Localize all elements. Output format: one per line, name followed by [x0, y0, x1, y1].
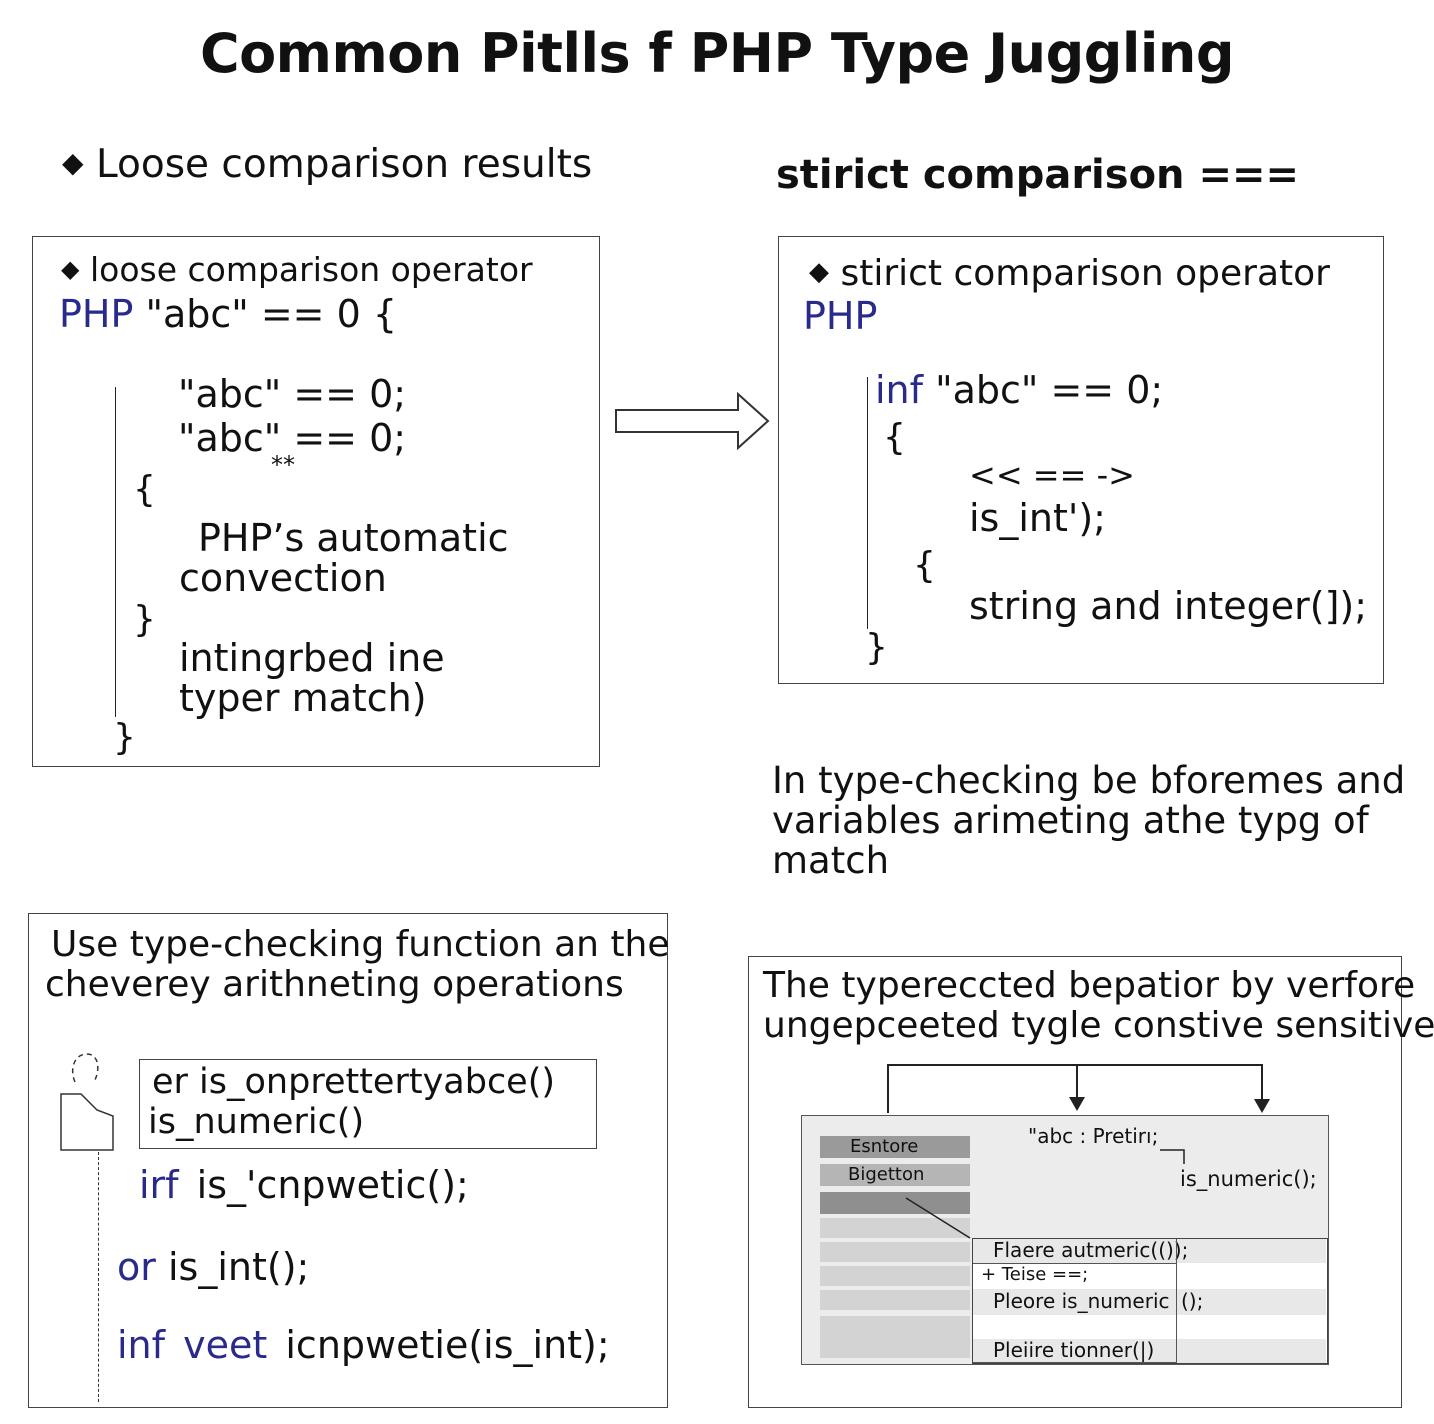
pointer-line-icon [905, 1197, 971, 1239]
type-check-box: Use type-checking function an the chever… [28, 913, 670, 1408]
table-row: Flaere autmeric(()); [973, 1239, 1326, 1263]
abc-text: "abc : Pretirı; [1028, 1124, 1159, 1148]
is-int-line: is_int'); [969, 496, 1106, 540]
sidebar-row [820, 1266, 970, 1286]
code-table: Flaere autmeric(()); + Teise ==; Pleore … [972, 1238, 1328, 1364]
note-line-4: typer match) [179, 676, 427, 720]
type-check-line-1: Use type-checking function an the [51, 924, 670, 965]
dashed-guide-line [98, 1152, 99, 1402]
arrows-operator: << == -> [969, 456, 1135, 494]
note-line-3: intingrbed ine [179, 636, 445, 680]
strict-php-keyword: PHP [803, 294, 878, 338]
left-heading: ◆ Loose comparison results [62, 142, 592, 187]
behavior-line-1: The typereccted bepatior by verfore [763, 965, 1416, 1006]
function-box-line-2: is_numeric() [148, 1102, 365, 1142]
diamond-bullet-icon: ◆ [809, 257, 829, 287]
open-brace: { [133, 469, 156, 510]
type-check-line-2: cheverey arithneting operations [45, 964, 624, 1005]
middle-text-line-3: match [772, 839, 890, 882]
final-brace: } [113, 717, 136, 758]
note-line-2: convection [179, 556, 387, 600]
inner-brace: { [913, 545, 936, 586]
diamond-bullet-icon: ◆ [62, 146, 84, 179]
function-code-box: er is_onprettertyabce() is_numeric() [139, 1059, 597, 1149]
page-title: Common Pitlls f PHP Type Juggling [199, 22, 1235, 85]
strict-open-brace: { [883, 417, 906, 458]
behavior-line-2: ungepceeted tygle constive sensitive [763, 1005, 1434, 1046]
code-block-line [115, 387, 116, 717]
table-row: + Teise ==; [973, 1263, 1326, 1289]
strict-comparison-box: ◆ stirict comparison operator PHP inf "a… [778, 236, 1384, 684]
inf-line: inf veet icnpwetie(is_int); [117, 1323, 610, 1367]
screenshot-panel: Esntore Bigetton "abc : Pretirı; is_nume… [801, 1115, 1329, 1365]
sidebar-row [820, 1218, 970, 1238]
strict-line-1: inf "abc" == 0; [875, 368, 1164, 412]
note-line-1: PHP’s automatic [198, 516, 509, 560]
sidebar-item-button[interactable]: Bigetton [820, 1164, 970, 1186]
loose-comparison-box: ◆ loose comparison operator PHP "abc" ==… [32, 236, 600, 767]
loose-box-label: ◆ loose comparison operator [61, 250, 533, 289]
irf-line: irf is_'cnpwetic(); [139, 1163, 469, 1207]
table-row: Pleore is_numeric (); [973, 1289, 1326, 1315]
loose-header-code: PHP "abc" == 0 { [59, 292, 398, 336]
code-block-line [867, 377, 868, 629]
is-numeric-label: is_numeric(); [1180, 1167, 1317, 1191]
sidebar-row [820, 1192, 970, 1214]
sidebar-row [820, 1290, 970, 1310]
table-row: Pleiire tionner(|) [973, 1339, 1326, 1363]
bracket-connector-icon [1160, 1149, 1185, 1164]
sidebar-row [820, 1242, 970, 1262]
file-icon [60, 1053, 114, 1151]
or-line: or is_int(); [117, 1245, 310, 1289]
sidebar-row [820, 1316, 970, 1358]
table-column-divider [1176, 1239, 1177, 1363]
loose-line-2: "abc" == 0; [178, 416, 407, 460]
function-box-line-1: er is_onprettertyabce() [152, 1062, 556, 1102]
close-brace: } [133, 599, 156, 640]
stars-annotation: ** [271, 451, 295, 479]
loose-line-1: "abc" == 0; [178, 372, 407, 416]
right-arrow-icon [615, 391, 770, 451]
diamond-bullet-icon: ◆ [61, 255, 80, 283]
string-integer-line: string and integer(]); [969, 584, 1368, 628]
connector-arrows-icon [887, 1064, 1270, 1113]
left-heading-text: Loose comparison results [95, 142, 593, 187]
middle-text-line-1: In type-checking be bforemes and [772, 759, 1406, 802]
behavior-box: The typereccted bepatior by verfore unge… [748, 956, 1434, 1408]
sidebar-item-enter[interactable]: Esntore [820, 1136, 970, 1158]
right-heading: stirict comparison === [776, 152, 1300, 198]
strict-box-label: ◆ stirict comparison operator [809, 253, 1330, 294]
strict-close-brace: } [865, 627, 888, 668]
table-row [973, 1315, 1326, 1339]
middle-text-line-2: variables arimeting athe typg of [772, 799, 1369, 842]
